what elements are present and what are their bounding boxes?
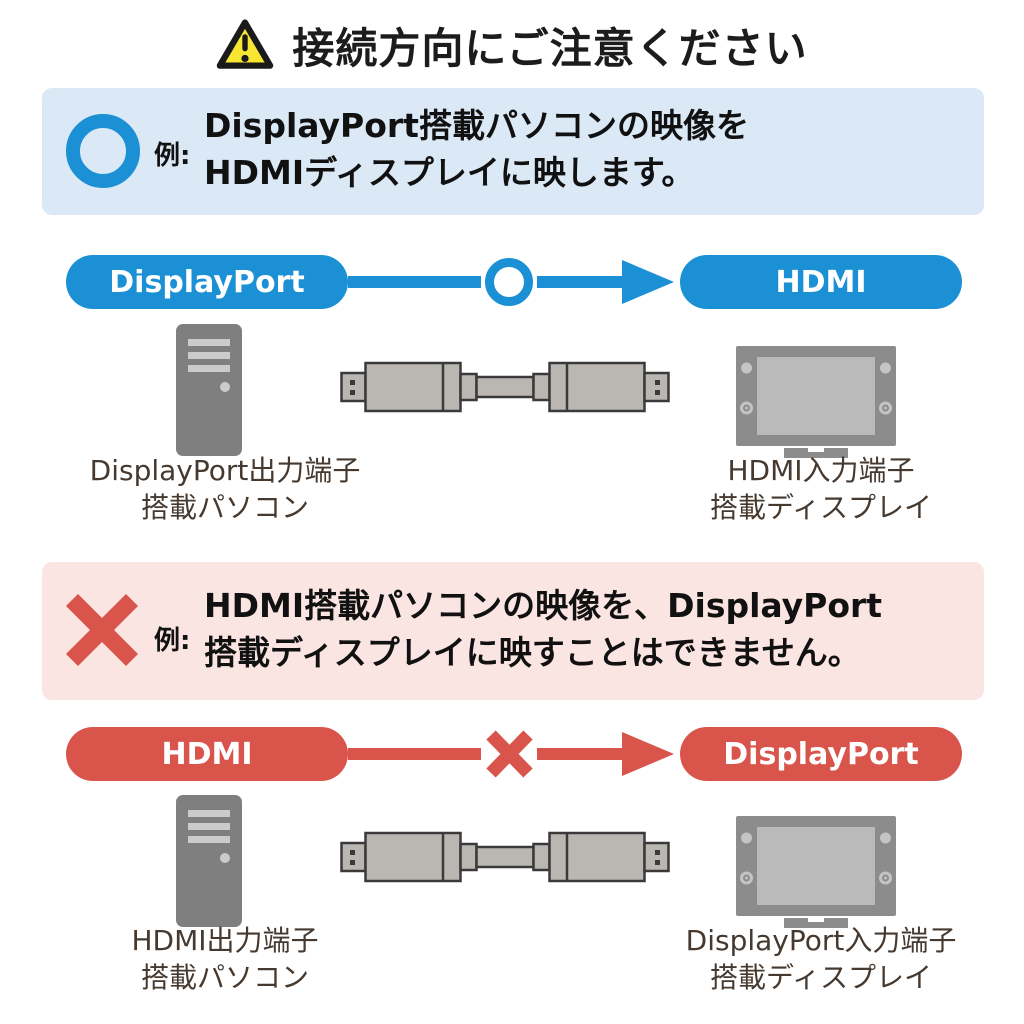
cross-ng-icon: [64, 592, 140, 668]
page-title: 接続方向にご注意ください: [292, 23, 808, 73]
ng-target-label-line1: DisplayPort入力端子: [685, 924, 957, 957]
ok-caption-line1: DisplayPort搭載パソコンの映像を: [204, 106, 749, 145]
ng-target-pill: DisplayPort: [680, 727, 962, 781]
ok-example-label: 例:: [154, 141, 191, 171]
page-header: 接続方向にご注意ください: [0, 10, 1024, 80]
desktop-pc-icon: [176, 324, 242, 460]
dp-hdmi-cable-icon: [340, 354, 670, 424]
ng-target-label-line2: 搭載ディスプレイ: [709, 961, 933, 994]
ok-target-pill: HDMI: [680, 255, 962, 309]
ok-source-label-line2: 搭載パソコン: [140, 491, 309, 524]
ng-source-label-line2: 搭載パソコン: [140, 961, 309, 994]
ng-source-pill: HDMI: [66, 727, 348, 781]
ok-target-device-label: HDMI入力端子 搭載ディスプレイ: [666, 452, 976, 526]
ok-example-box: 例: DisplayPort搭載パソコンの映像を HDMIディスプレイに映します…: [42, 88, 984, 215]
ng-caption-line2: 搭載ディスプレイに映すことはできません。: [204, 633, 861, 672]
hdmi-dp-cable-icon: [340, 824, 670, 894]
ng-source-label-line1: HDMI出力端子: [131, 924, 319, 957]
display-icon: [736, 346, 896, 464]
ok-arrow-with-circle-icon: [348, 255, 680, 313]
ng-example-caption: HDMI搭載パソコンの映像を、DisplayPort 搭載ディスプレイに映すこと…: [204, 582, 882, 676]
ng-caption-line1: HDMI搭載パソコンの映像を、DisplayPort: [204, 586, 883, 625]
ok-target-label-line1: HDMI入力端子: [727, 454, 915, 487]
display-icon: [736, 816, 896, 934]
ng-example-box: 例: HDMI搭載パソコンの映像を、DisplayPort 搭載ディスプレイに映…: [42, 562, 984, 700]
ok-target-label-line2: 搭載ディスプレイ: [709, 491, 933, 524]
ok-caption-line2: HDMIディスプレイに映します。: [204, 153, 695, 192]
ng-arrow-with-cross-icon: [348, 727, 680, 785]
ok-source-label-line1: DisplayPort出力端子: [89, 454, 361, 487]
warning-triangle-icon: [216, 19, 274, 71]
ok-example-caption: DisplayPort搭載パソコンの映像を HDMIディスプレイに映します。: [204, 102, 749, 196]
ng-example-label: 例:: [154, 626, 191, 656]
ng-source-device-label: HDMI出力端子 搭載パソコン: [75, 922, 375, 996]
ng-target-device-label: DisplayPort入力端子 搭載ディスプレイ: [656, 922, 986, 996]
ok-source-pill: DisplayPort: [66, 255, 348, 309]
circle-ok-icon: [66, 114, 140, 188]
desktop-pc-icon: [176, 795, 242, 931]
ok-source-device-label: DisplayPort出力端子 搭載パソコン: [75, 452, 375, 526]
